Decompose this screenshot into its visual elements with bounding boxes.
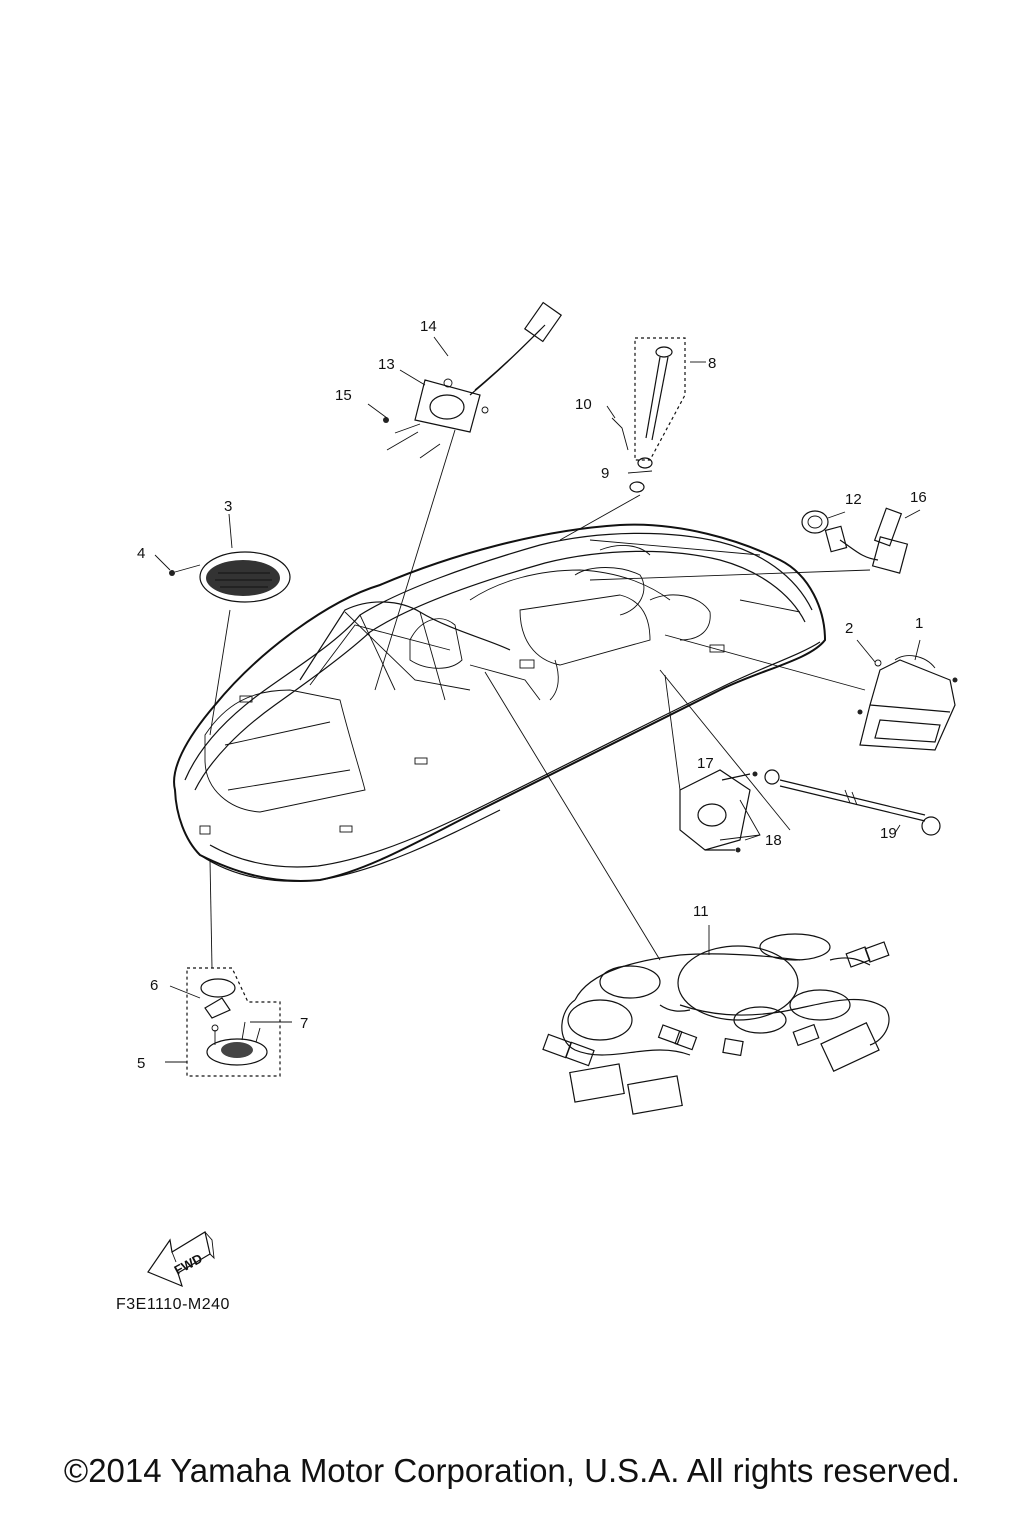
callout-7: 7 [300, 1015, 308, 1032]
callout-10: 10 [575, 396, 592, 413]
callout-9: 9 [601, 465, 609, 482]
callout-6: 6 [150, 977, 158, 994]
part-11-harness [542, 933, 890, 1115]
part-code: F3E1110-M240 [116, 1296, 230, 1313]
callout-1: 1 [915, 615, 923, 632]
boat-hull [173, 523, 827, 882]
callout-19: 19 [880, 825, 897, 842]
callout-5: 5 [137, 1055, 145, 1072]
callout-11: 11 [693, 903, 709, 920]
callout-17: 17 [697, 755, 714, 772]
copyright-notice: ©2014 Yamaha Motor Corporation, U.S.A. A… [63, 1452, 961, 1489]
part-1-bracket [857, 655, 958, 751]
fwd-arrow-icon: FWD [147, 1231, 215, 1288]
callout-14: 14 [420, 318, 437, 335]
part-19-cable [764, 769, 941, 836]
part-8-hose [611, 337, 686, 493]
callout-labels: 1 2 3 4 5 6 7 8 9 10 11 12 13 14 15 16 1… [137, 318, 927, 1072]
part-13-plate [383, 301, 563, 459]
callout-4: 4 [137, 545, 145, 562]
part-5-assembly [186, 967, 281, 1077]
part-3-speaker [169, 551, 291, 603]
leader-lines [154, 336, 921, 1063]
fwd-label: FWD [172, 1251, 205, 1278]
callout-12: 12 [845, 491, 862, 508]
callout-16: 16 [910, 489, 927, 506]
callout-8: 8 [708, 355, 716, 372]
callout-3: 3 [224, 498, 232, 515]
callout-18: 18 [765, 832, 782, 849]
part-16-sensor [801, 507, 909, 574]
callout-13: 13 [378, 356, 395, 373]
callout-15: 15 [335, 387, 352, 404]
callout-2: 2 [845, 620, 853, 637]
